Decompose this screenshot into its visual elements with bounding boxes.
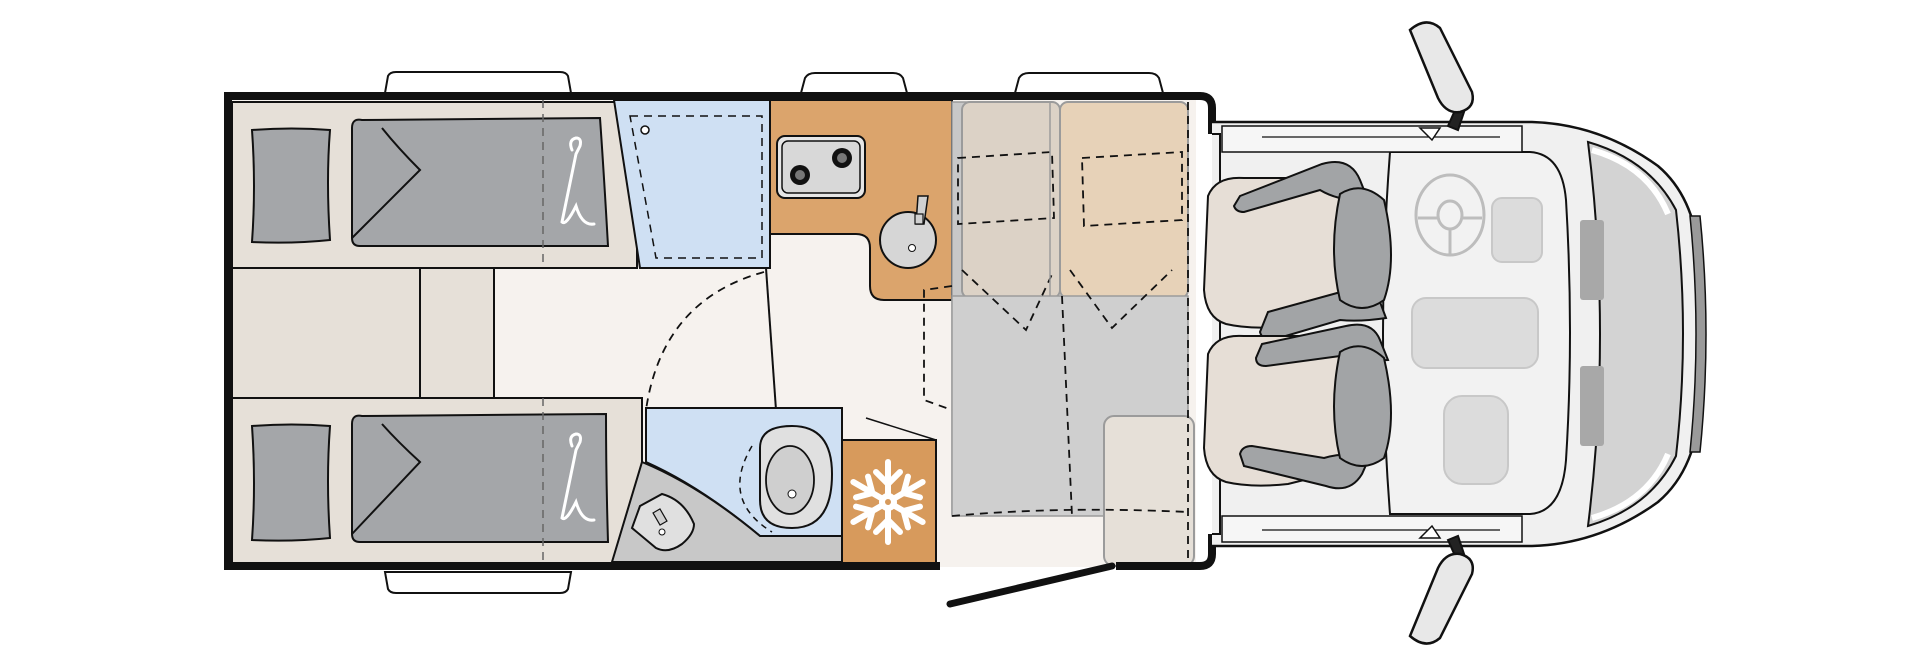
cab-door-top-wedge <box>1418 127 1442 142</box>
bed-extension-outline <box>923 285 953 411</box>
cab-inner-wall <box>1212 133 1221 535</box>
dash-instrument-pod <box>1491 197 1543 263</box>
hanger-icon <box>560 136 596 226</box>
window-bottom-rear <box>383 571 573 594</box>
sink-icon <box>879 211 937 269</box>
mattress-bottom <box>351 412 610 543</box>
hanger-icon <box>560 432 596 522</box>
window-top-kitchen <box>799 72 909 94</box>
washroom <box>610 407 843 563</box>
bed-middle-step <box>231 267 495 399</box>
outer-wall <box>224 92 1216 570</box>
dash-vent-top <box>1580 220 1604 300</box>
wardrobe-wall <box>765 267 777 411</box>
dinette <box>923 101 1195 570</box>
cab-door-bottom-wedge <box>1418 524 1442 539</box>
entrance-door <box>946 562 1116 608</box>
dash-vent-bottom <box>1580 366 1604 446</box>
cab-seat-bottom <box>1202 323 1392 490</box>
backrest-top <box>1333 187 1392 309</box>
bed-conversion-left <box>961 269 1055 332</box>
cushion-left-outline <box>957 151 1055 225</box>
front-bumper <box>1689 215 1707 453</box>
backrest-bottom <box>1333 345 1392 467</box>
pillow-bottom <box>250 423 332 542</box>
wardrobe-dashed <box>629 115 763 259</box>
mattress-top <box>351 116 610 247</box>
snowflake-icon <box>850 459 926 545</box>
dinette-seat-left <box>961 101 1061 299</box>
windscreen <box>1586 140 1684 528</box>
window-top-dinette <box>1013 72 1165 94</box>
wardrobe-body <box>612 99 771 269</box>
mirror-top <box>1408 21 1474 132</box>
outer-wall-bottom-right <box>1116 534 1216 570</box>
cushion-right-outline <box>1081 151 1183 227</box>
pillow-top <box>250 127 332 244</box>
fridge <box>841 417 937 565</box>
mirror-bottom <box>1408 534 1474 645</box>
gear-panel <box>1443 395 1509 485</box>
center-console <box>1411 297 1539 369</box>
kitchen <box>769 99 953 301</box>
mattress-bottom-fold <box>351 423 422 535</box>
fridge-top-line <box>865 417 937 441</box>
bottom-door-sill <box>1221 515 1523 543</box>
window-top-rear <box>383 71 573 94</box>
window-frames <box>383 71 1165 594</box>
bed-conversion-right <box>1069 269 1173 330</box>
wardrobe-knob <box>640 125 650 135</box>
top-door-sill <box>1221 125 1523 153</box>
mattress-top-fold <box>351 127 422 239</box>
dinette-center-fold <box>1061 295 1073 517</box>
steering-wheel-icon <box>1414 173 1486 257</box>
dinette-seat-right <box>1059 101 1189 299</box>
rear-beds <box>231 100 643 567</box>
dinette-table <box>1103 415 1195 567</box>
toilet-swing <box>739 445 773 533</box>
dinette-bottom-edge <box>951 508 1189 517</box>
cab-seat-top <box>1202 161 1392 342</box>
